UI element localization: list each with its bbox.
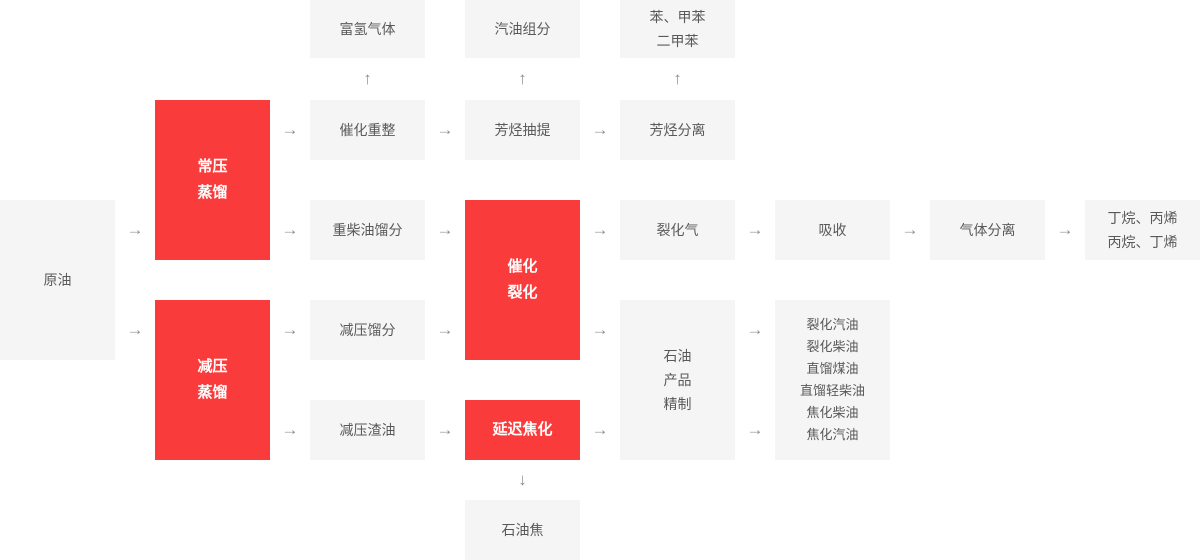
node-benzene-toluene-xylene: 苯、甲苯 二甲苯 (620, 0, 735, 58)
node-absorption: 吸收 (775, 200, 890, 260)
arrow-right-icon: → (126, 320, 144, 339)
node-heavy-diesel-fraction: 重柴油馏分 (310, 200, 425, 260)
node-gasoline-component: 汽油组分 (465, 0, 580, 58)
node-aromatics-extraction: 芳烃抽提 (465, 100, 580, 160)
arrow-up-icon: ↑ (363, 69, 372, 88)
arrow-right-icon: → (281, 320, 299, 339)
node-crude-oil: 原油 (0, 200, 115, 360)
arrow-right-icon: → (281, 120, 299, 139)
arrow-up-icon: ↑ (673, 69, 682, 88)
arrow-right-icon: → (746, 220, 764, 239)
node-vacuum-residue: 减压渣油 (310, 400, 425, 460)
arrow-down-icon: ↓ (518, 470, 527, 489)
arrow-right-icon: → (436, 120, 454, 139)
node-product-refining: 石油 产品 精制 (620, 300, 735, 460)
arrow-right-icon: → (1056, 220, 1074, 239)
node-petroleum-coke: 石油焦 (465, 500, 580, 560)
node-butane-propylene: 丁烷、丙烯 丙烷、丁烯 (1085, 200, 1200, 260)
node-gas-separation: 气体分离 (930, 200, 1045, 260)
arrow-right-icon: → (436, 320, 454, 339)
arrow-right-icon: → (436, 420, 454, 439)
node-hydrogen-rich-gas: 富氢气体 (310, 0, 425, 58)
node-delayed-coking: 延迟焦化 (465, 400, 580, 460)
arrow-right-icon: → (281, 420, 299, 439)
arrow-right-icon: → (126, 220, 144, 239)
arrow-up-icon: ↑ (518, 69, 527, 88)
node-catalytic-reforming: 催化重整 (310, 100, 425, 160)
node-aromatics-separation: 芳烃分离 (620, 100, 735, 160)
node-catalytic-cracking: 催化 裂化 (465, 200, 580, 360)
arrow-right-icon: → (591, 420, 609, 439)
node-cracked-gas: 裂化气 (620, 200, 735, 260)
arrow-right-icon: → (591, 320, 609, 339)
node-vacuum-fraction: 减压馏分 (310, 300, 425, 360)
node-vacuum-distillation: 减压 蒸馏 (155, 300, 270, 460)
arrow-right-icon: → (281, 220, 299, 239)
arrow-right-icon: → (746, 320, 764, 339)
arrow-right-icon: → (436, 220, 454, 239)
node-atmospheric-distillation: 常压 蒸馏 (155, 100, 270, 260)
arrow-right-icon: → (591, 120, 609, 139)
arrow-right-icon: → (746, 420, 764, 439)
arrow-right-icon: → (901, 220, 919, 239)
arrow-right-icon: → (591, 220, 609, 239)
node-product-list: 裂化汽油 裂化柴油 直馏煤油 直馏轻柴油 焦化柴油 焦化汽油 (775, 300, 890, 460)
